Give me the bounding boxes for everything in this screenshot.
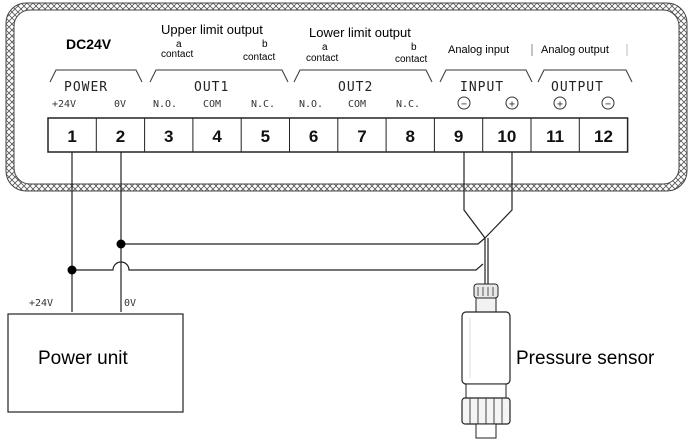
out2-contact-a-word: contact <box>306 53 338 64</box>
group-output: OUTPUT <box>551 80 604 95</box>
input-plus-symbol: + <box>505 96 519 110</box>
out1-contact-b-letter: b <box>262 39 268 50</box>
wire-input-plus <box>484 152 513 239</box>
sub-out2-nc: N.C. <box>396 99 420 110</box>
lower-limit-label: Lower limit output <box>309 25 411 40</box>
output-minus-symbol: − <box>601 96 615 110</box>
terminal-3: 3 <box>144 118 173 152</box>
dc24v-label: DC24V <box>66 36 112 52</box>
terminal-5: 5 <box>240 118 270 152</box>
pressure-sensor-label: Pressure sensor <box>516 348 655 369</box>
out1-contact-a-word: contact <box>161 49 193 60</box>
terminal-10: 10 <box>482 118 516 152</box>
svg-text:−: − <box>605 99 611 110</box>
svg-text:−: − <box>461 99 467 110</box>
output-plus-symbol: + <box>553 96 567 110</box>
upper-limit-label: Upper limit output <box>161 22 263 37</box>
out2-contact-b-letter: b <box>411 42 417 53</box>
terminal-9: 9 <box>433 118 463 152</box>
terminal-1: 1 <box>67 127 76 146</box>
sub-out2-com: COM <box>348 99 366 110</box>
svg-text:+: + <box>557 99 563 110</box>
sub-0v: 0V <box>114 99 126 110</box>
wire-plus24v-to-sensor <box>72 261 484 271</box>
out2-contact-b-word: contact <box>395 54 427 65</box>
terminal-12: 12 <box>578 118 613 152</box>
terminal-number: 8 <box>406 127 415 146</box>
sub-out2-no: N.O. <box>299 99 323 110</box>
group-out1: OUT1 <box>194 80 229 95</box>
terminal-number: 3 <box>164 127 173 146</box>
junction-plus24v <box>67 265 77 275</box>
analog-output-label: Analog output <box>541 44 609 56</box>
wire-0v-to-sensor <box>121 237 486 245</box>
sub-out1-no: N.O. <box>153 99 177 110</box>
terminal-number: 6 <box>309 127 318 146</box>
group-brackets <box>49 69 633 83</box>
terminal-number: 9 <box>454 127 463 146</box>
out1-contact-b-word: contact <box>243 52 275 63</box>
sub-out1-nc: N.C. <box>251 99 275 110</box>
input-minus-symbol: − <box>457 96 471 110</box>
svg-text:+: + <box>509 99 515 110</box>
analog-input-label: Analog input <box>448 44 509 56</box>
terminal-number: 7 <box>357 127 366 146</box>
sub-out1-com: COM <box>203 99 221 110</box>
group-power: POWER <box>64 80 108 95</box>
power-unit-0v-label: 0V <box>124 298 136 309</box>
terminal-6: 6 <box>289 118 318 152</box>
group-out2: OUT2 <box>338 80 373 95</box>
group-input: INPUT <box>460 80 504 95</box>
wire-input-minus <box>463 152 486 239</box>
terminal-number: 4 <box>212 127 222 146</box>
terminal-number: 10 <box>497 127 516 146</box>
terminal-2: 2 <box>95 118 125 152</box>
terminal-number: 2 <box>116 127 125 146</box>
terminal-11: 11 <box>530 118 564 152</box>
power-unit-plus24v-label: +24V <box>29 298 53 309</box>
terminal-8: 8 <box>385 118 415 152</box>
sub-plus24v: +24V <box>52 99 76 110</box>
terminal-number: 1 <box>67 127 76 146</box>
wiring <box>71 152 513 312</box>
power-unit: Power unit +24V 0V <box>7 298 184 413</box>
terminal-4: 4 <box>192 118 222 152</box>
terminal-number: 5 <box>261 127 270 146</box>
out2-contact-a-letter: a <box>322 42 328 53</box>
terminal-number: 12 <box>594 127 613 146</box>
out1-contact-a-letter: a <box>176 39 182 50</box>
terminal-number: 11 <box>546 127 564 146</box>
junction-0v <box>116 239 126 249</box>
pressure-sensor: Pressure sensor <box>461 283 655 439</box>
terminal-7: 7 <box>337 118 367 152</box>
power-unit-label: Power unit <box>38 348 128 369</box>
